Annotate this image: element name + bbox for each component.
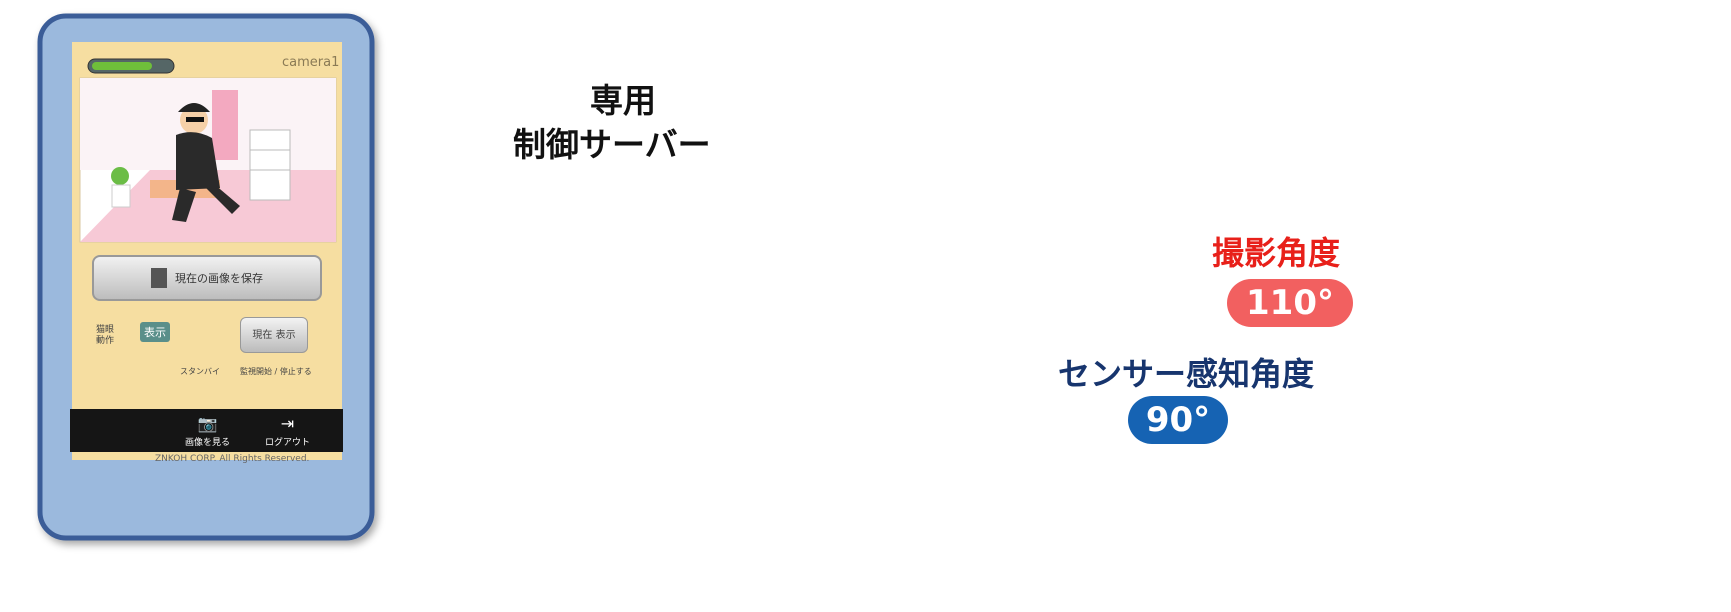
diagram-canvas: [37, 13, 375, 541]
